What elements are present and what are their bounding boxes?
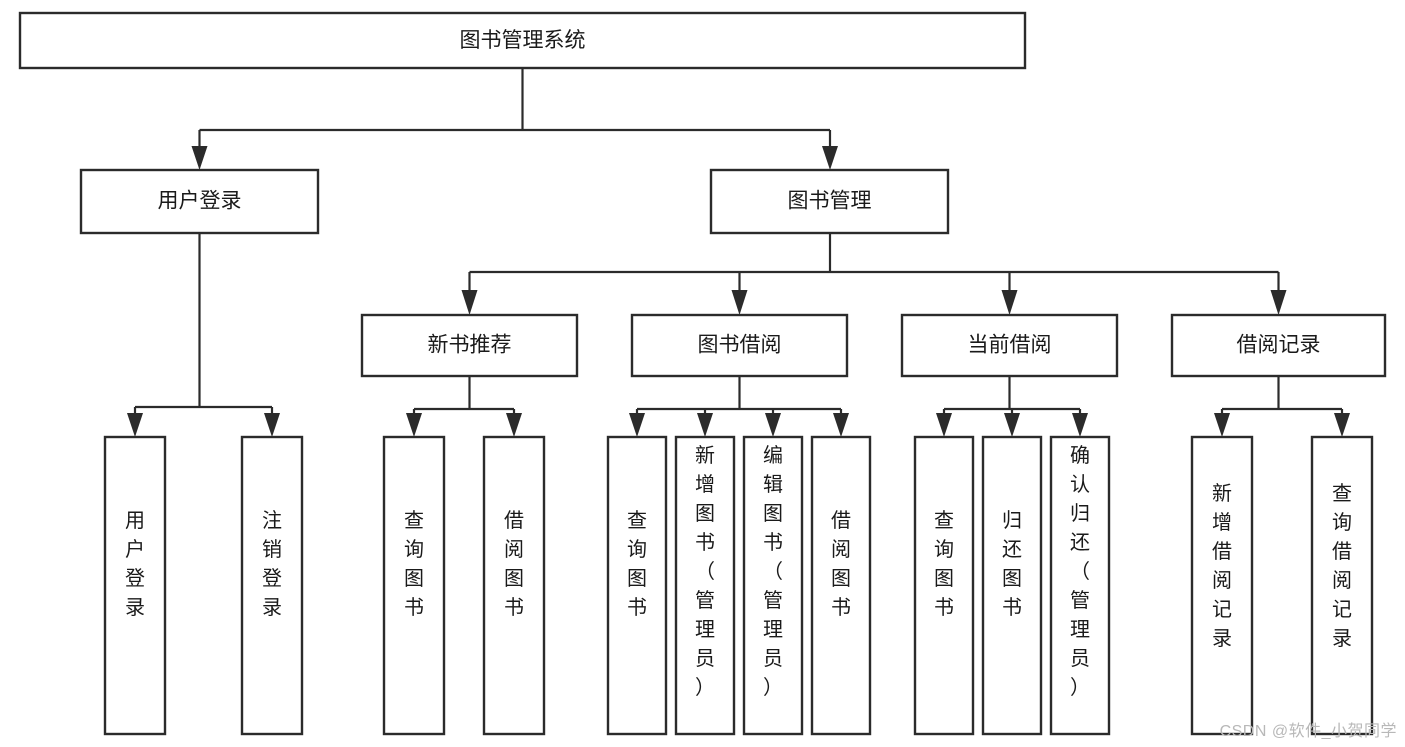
leaf-node-label: 查询图书 bbox=[627, 509, 647, 619]
leaf-node-label: 注销登录 bbox=[262, 509, 282, 619]
node-book-borrow-label: 图书借阅 bbox=[698, 334, 782, 357]
arrow-head-icon bbox=[461, 290, 478, 315]
leaf-node-box[interactable] bbox=[810, 435, 872, 736]
arrow-head-icon bbox=[1004, 413, 1020, 437]
node-user-login[interactable]: 用户登录 bbox=[79, 168, 320, 235]
node-current-borrow-label: 当前借阅 bbox=[968, 334, 1052, 357]
leaf-node[interactable]: 用户登录 bbox=[103, 435, 167, 736]
leaf-node-box[interactable] bbox=[981, 435, 1043, 736]
leaf-node-label: 借阅图书 bbox=[831, 509, 851, 619]
leaf-node-label: 查询借阅记录 bbox=[1332, 482, 1352, 650]
node-book-management[interactable]: 图书管理 bbox=[709, 168, 950, 235]
node-user-login-label: 用户登录 bbox=[158, 190, 242, 213]
connector-group-current-borrow bbox=[936, 376, 1088, 437]
connector-group-book-management bbox=[461, 233, 1287, 315]
arrow-head-icon bbox=[1334, 413, 1350, 437]
arrow-head-icon bbox=[936, 413, 952, 437]
arrow-head-icon bbox=[191, 146, 208, 170]
leaf-node-box[interactable] bbox=[103, 435, 167, 736]
arrow-head-icon bbox=[731, 290, 748, 315]
node-current-borrow-box[interactable] bbox=[900, 313, 1119, 378]
connector-group-new-book-recommend bbox=[406, 376, 522, 437]
connector-group-user-login bbox=[127, 233, 280, 437]
connector-group-borrow-record bbox=[1214, 376, 1350, 437]
node-borrow-record[interactable]: 借阅记录 bbox=[1170, 313, 1387, 378]
node-book-borrow[interactable]: 图书借阅 bbox=[630, 313, 849, 378]
leaf-node-box[interactable] bbox=[1190, 435, 1254, 736]
leaf-node-label: 查询图书 bbox=[404, 509, 424, 619]
leaf-node-box[interactable] bbox=[742, 435, 804, 736]
leaf-node[interactable]: 归还图书 bbox=[981, 435, 1043, 736]
leaf-node[interactable]: 查询图书 bbox=[606, 435, 668, 736]
csdn-watermark: CSDN @软件_小贺同学 bbox=[1219, 723, 1397, 740]
connector-group-book-borrow bbox=[629, 376, 849, 437]
arrow-head-icon bbox=[506, 413, 522, 437]
leaf-node[interactable]: 借阅图书 bbox=[810, 435, 872, 736]
leaf-node[interactable]: 确认归还（管理员） bbox=[1049, 435, 1111, 736]
arrow-head-icon bbox=[765, 413, 781, 437]
node-root[interactable]: 图书管理系统 bbox=[18, 11, 1027, 70]
node-user-login-box[interactable] bbox=[79, 168, 320, 235]
node-borrow-record-box[interactable] bbox=[1170, 313, 1387, 378]
leaf-node-label: 确认归还（管理员） bbox=[1070, 444, 1090, 699]
node-borrow-record-label: 借阅记录 bbox=[1237, 334, 1321, 357]
node-current-borrow[interactable]: 当前借阅 bbox=[900, 313, 1119, 378]
leaf-node-box[interactable] bbox=[674, 435, 736, 736]
arrow-head-icon bbox=[822, 146, 838, 170]
leaf-node-box[interactable] bbox=[382, 435, 446, 736]
leaf-node[interactable]: 查询图书 bbox=[382, 435, 446, 736]
leaf-node-label: 新增借阅记录 bbox=[1212, 482, 1232, 650]
leaf-node-label: 用户登录 bbox=[125, 510, 145, 619]
arrow-head-icon bbox=[1270, 290, 1287, 315]
arrow-head-icon bbox=[406, 413, 422, 437]
leaf-node-box[interactable] bbox=[240, 435, 304, 736]
node-new-book-recommend[interactable]: 新书推荐 bbox=[360, 313, 579, 378]
leaf-node-label: 编辑图书（管理员） bbox=[763, 444, 783, 699]
leaf-node[interactable]: 新增图书（管理员） bbox=[674, 435, 736, 736]
leaf-node[interactable]: 新增借阅记录 bbox=[1190, 435, 1254, 736]
leaf-node-box[interactable] bbox=[913, 435, 975, 736]
leaf-node-box[interactable] bbox=[482, 435, 546, 736]
arrow-head-icon bbox=[629, 413, 645, 437]
leaf-node[interactable]: 查询借阅记录 bbox=[1310, 435, 1374, 736]
connector-group-root bbox=[191, 68, 838, 170]
arrow-head-icon bbox=[697, 413, 713, 437]
node-new-book-recommend-box[interactable] bbox=[360, 313, 579, 378]
leaf-node-label: 归还图书 bbox=[1002, 509, 1022, 619]
leaf-node-label: 借阅图书 bbox=[504, 509, 524, 619]
node-root-box[interactable] bbox=[18, 11, 1027, 70]
leaf-node-label: 查询图书 bbox=[934, 509, 954, 619]
leaf-node[interactable]: 查询图书 bbox=[913, 435, 975, 736]
arrow-head-icon bbox=[264, 413, 280, 437]
arrow-head-icon bbox=[833, 413, 849, 437]
leaf-node-box[interactable] bbox=[606, 435, 668, 736]
arrow-head-icon bbox=[1001, 290, 1018, 315]
leaf-node-label: 新增图书（管理员） bbox=[695, 444, 715, 699]
node-new-book-recommend-label: 新书推荐 bbox=[428, 334, 512, 357]
leaf-node-box[interactable] bbox=[1310, 435, 1374, 736]
leaf-node-box[interactable] bbox=[1049, 435, 1111, 736]
leaf-node[interactable]: 注销登录 bbox=[240, 435, 304, 736]
node-book-management-box[interactable] bbox=[709, 168, 950, 235]
arrow-head-icon bbox=[1214, 413, 1230, 437]
leaf-node[interactable]: 编辑图书（管理员） bbox=[742, 435, 804, 736]
leaf-node[interactable]: 借阅图书 bbox=[482, 435, 546, 736]
node-book-borrow-box[interactable] bbox=[630, 313, 849, 378]
arrow-head-icon bbox=[127, 413, 143, 437]
node-root-label: 图书管理系统 bbox=[460, 29, 586, 52]
arrow-head-icon bbox=[1072, 413, 1088, 437]
node-book-management-label: 图书管理 bbox=[788, 190, 872, 213]
